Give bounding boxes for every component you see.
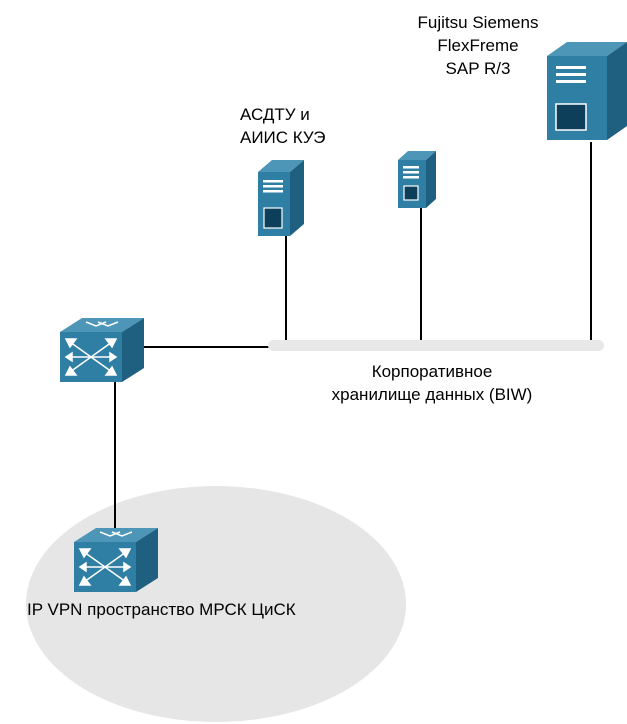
storage-bus [268,340,604,351]
server-tower-icon [258,160,304,236]
asdtu-label-line1: АСДТУ и [240,105,310,124]
server-tower-icon [398,151,436,208]
biw-label-line1: Корпоративное [371,362,493,381]
network-switch-icon [60,318,144,382]
biw-label: Корпоративное хранилище данных (BIW) [292,360,572,406]
fujitsu-label-line2: FlexFreme [437,36,519,55]
biw-label-line2: хранилище данных (BIW) [331,385,533,404]
asdtu-label-line2: АИИС КУЭ [240,128,326,147]
connection-lines [114,142,592,532]
fujitsu-label: Fujitsu Siemens FlexFreme SAP R/3 [378,11,578,80]
vpn-label: IP VPN пространство МРСК ЦиСК [27,600,296,619]
server-tower-icon [547,42,627,140]
asdtu-label: АСДТУ и АИИС КУЭ [240,103,326,149]
fujitsu-label-line1: Fujitsu Siemens [417,13,539,32]
fujitsu-label-line3: SAP R/3 [445,59,511,78]
network-switch-icon [74,528,158,592]
